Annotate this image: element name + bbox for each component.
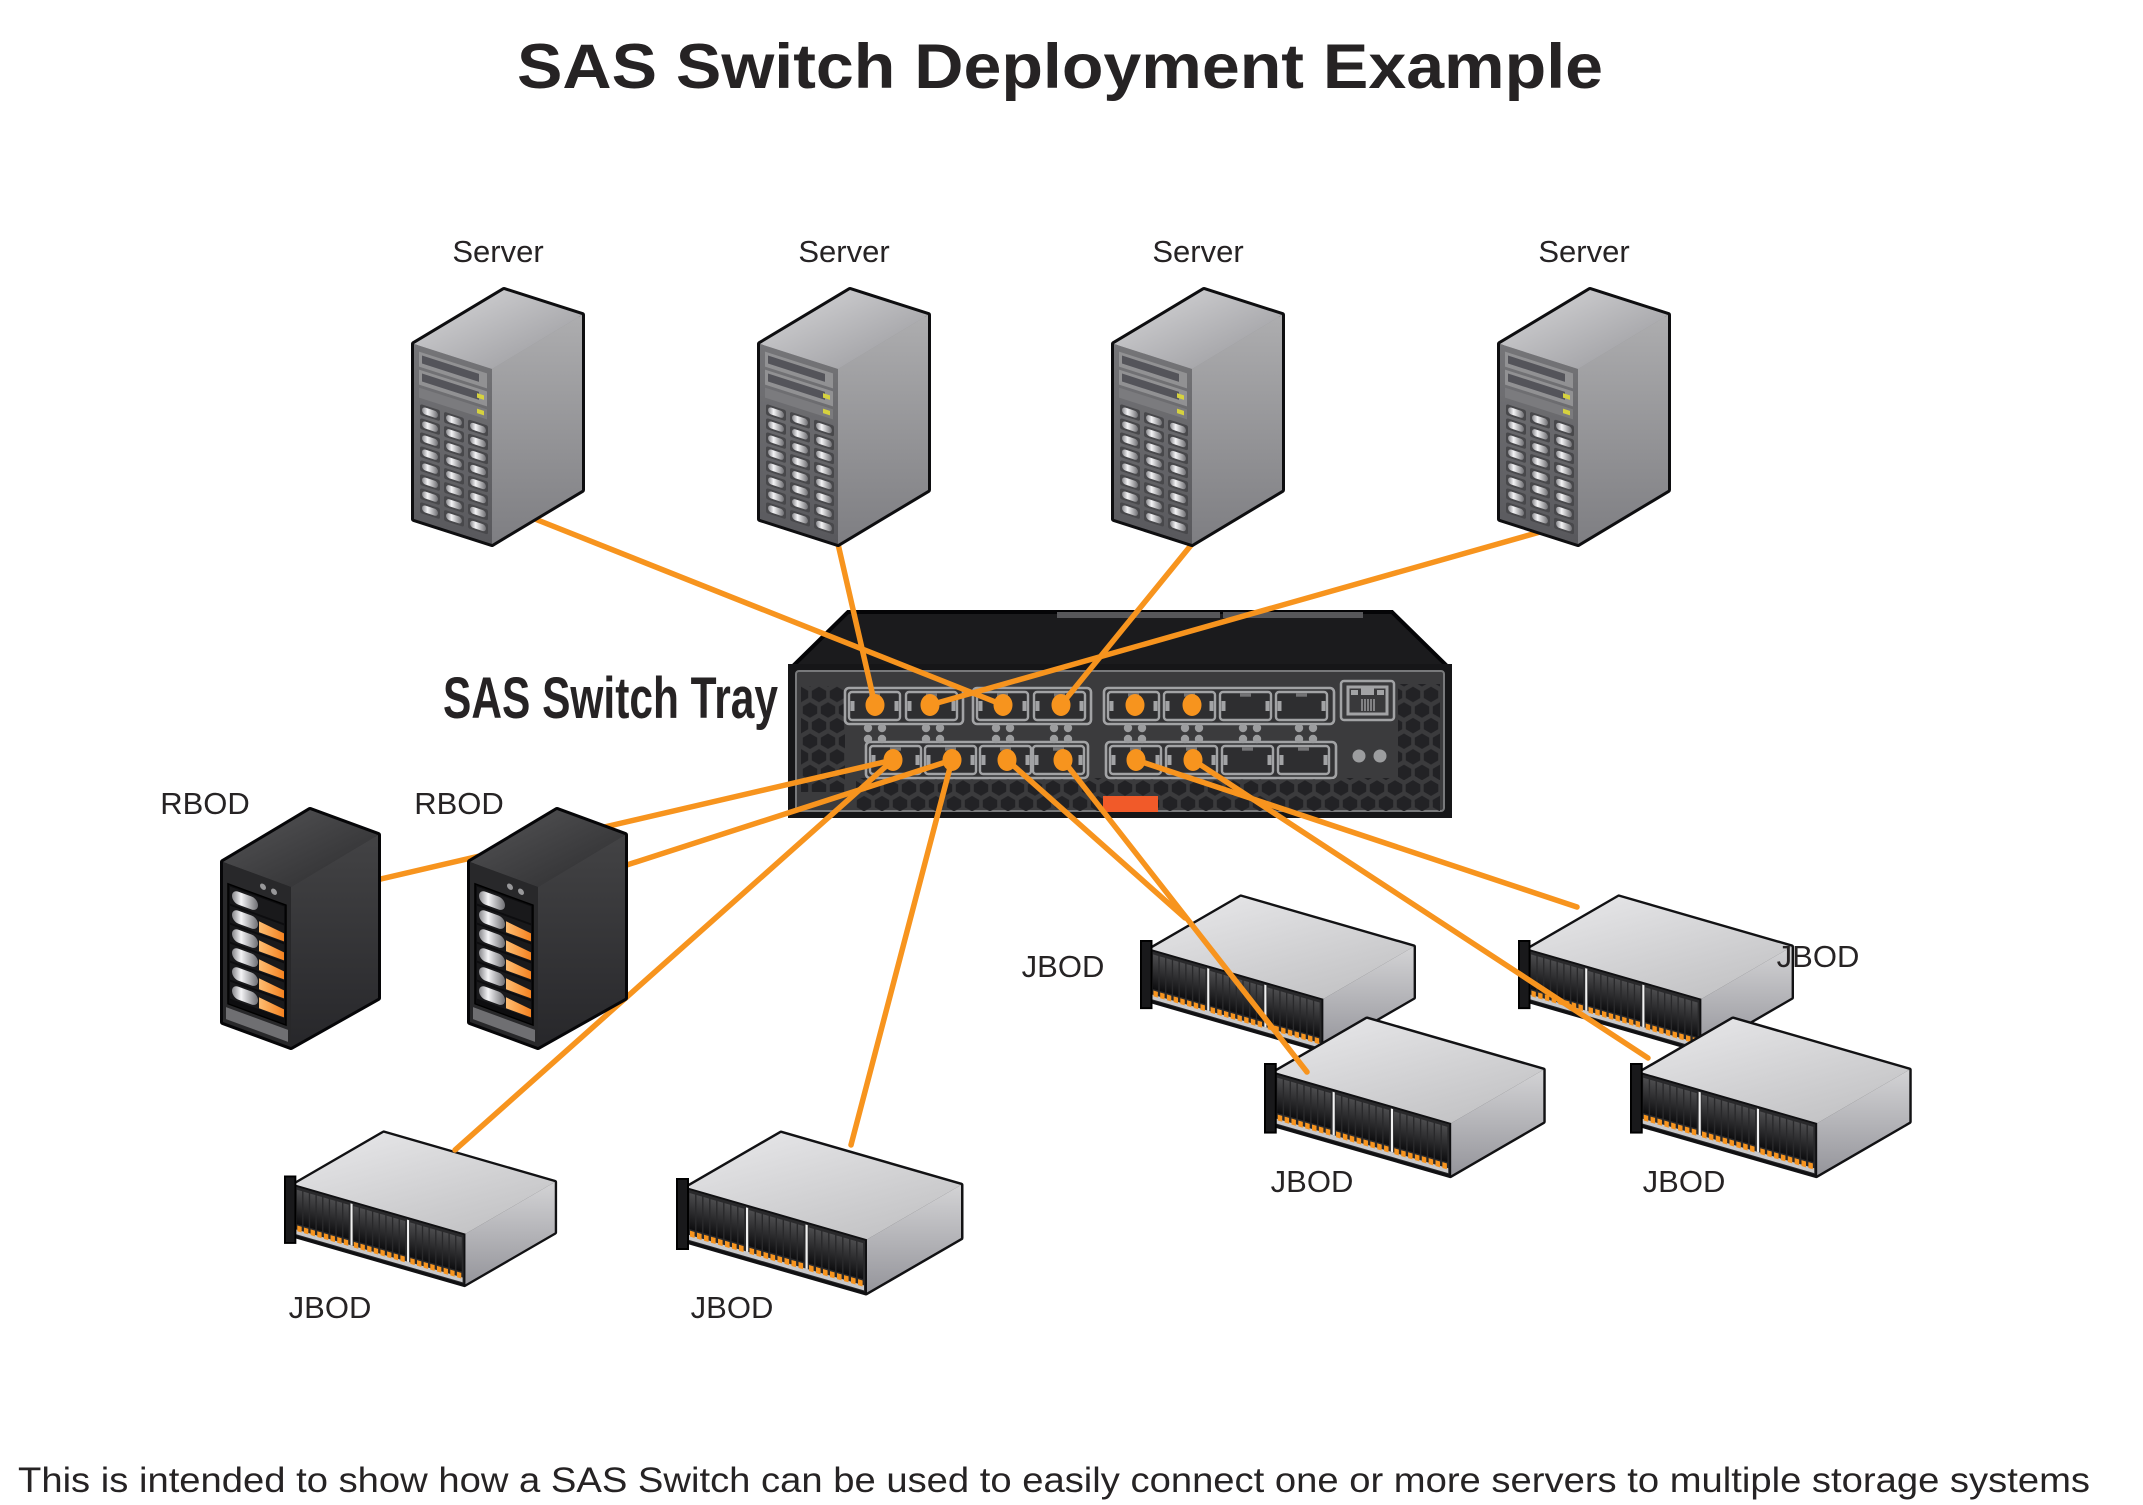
switch-to-jbod-3 <box>1004 757 1188 921</box>
page-title: SAS Switch Deployment Example <box>517 32 1603 102</box>
switch-to-rbod-2 <box>565 757 955 887</box>
port-connection-dot <box>1051 694 1071 716</box>
jbod-3-label: JBOD <box>1022 949 1105 984</box>
port-connection-dot <box>883 749 903 771</box>
rbod-towers <box>223 810 625 1047</box>
ethernet-port-icon <box>1339 679 1396 722</box>
jbod-2 <box>677 1133 961 1293</box>
server-4-to-switch <box>927 529 1543 708</box>
port-connection-dot <box>1053 749 1073 771</box>
jbod-2-label: JBOD <box>691 1290 774 1325</box>
jbod-5-label: JBOD <box>1777 939 1860 974</box>
port-connection-dot <box>993 694 1013 716</box>
switch-tray-label: SAS Switch Tray <box>443 666 778 731</box>
port-connection-dot <box>1125 694 1145 716</box>
switch-button-icon <box>1352 749 1366 763</box>
rbod-1-label: RBOD <box>160 786 250 821</box>
rbod-2 <box>470 810 625 1047</box>
connection-lines <box>365 516 1651 1153</box>
port-dots <box>865 694 1203 771</box>
server-1-to-switch <box>532 516 1006 708</box>
port-connection-dot <box>920 694 940 716</box>
switch-to-jbod-4 <box>1060 757 1310 1075</box>
port-connection-dot <box>997 749 1017 771</box>
rbod-2-label: RBOD <box>414 786 504 821</box>
server-towers <box>414 290 1668 544</box>
server-2-label: Server <box>798 234 889 269</box>
release-tab <box>1103 796 1158 812</box>
server-1 <box>414 290 582 544</box>
port-connection-dot <box>1126 749 1146 771</box>
server-4-label: Server <box>1538 234 1629 269</box>
switch-button-icon <box>1373 749 1387 763</box>
server-2 <box>760 290 928 544</box>
server-3-label: Server <box>1152 234 1243 269</box>
switch-to-jbod-2 <box>848 757 955 1148</box>
server-4 <box>1500 290 1668 544</box>
switch-to-rbod-1 <box>365 757 896 885</box>
server-3 <box>1114 290 1282 544</box>
jbod-1-label: JBOD <box>289 1290 372 1325</box>
status-leds <box>863 723 1318 744</box>
switch-to-jbod-5 <box>1133 757 1580 910</box>
labels: Server Server Server Server SAS Switch T… <box>160 234 1859 1325</box>
sas-switch-tray <box>788 610 1452 818</box>
port-connection-dot <box>1183 749 1203 771</box>
switch-to-jbod-6 <box>1190 757 1651 1061</box>
switch-to-jbod-1 <box>452 757 896 1153</box>
jbod-6-label: JBOD <box>1643 1164 1726 1199</box>
server-2-to-switch <box>835 541 878 708</box>
jbod-1 <box>285 1133 555 1285</box>
rbod-1 <box>223 810 378 1047</box>
port-connection-dot <box>865 694 885 716</box>
caption-text: This is intended to show how a SAS Switc… <box>18 1461 2090 1500</box>
server-3-to-switch <box>1058 541 1195 708</box>
server-1-label: Server <box>452 234 543 269</box>
port-connection-dot <box>942 749 962 771</box>
port-connection-dot <box>1182 694 1202 716</box>
jbod-4-label: JBOD <box>1271 1164 1354 1199</box>
